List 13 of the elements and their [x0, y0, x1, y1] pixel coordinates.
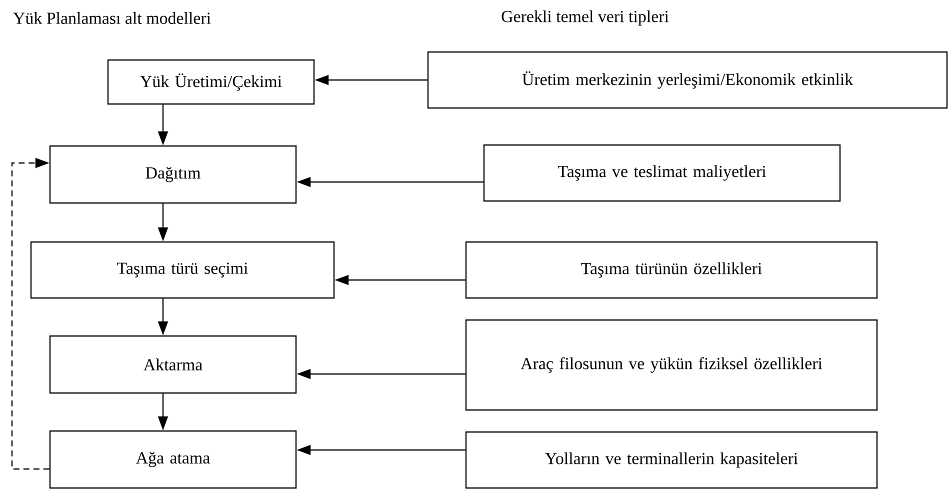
process-box: Taşıma türü seçimi — [30, 241, 335, 299]
process-box: Dağıtım — [49, 145, 297, 204]
arrow — [11, 158, 50, 470]
column-heading: Gerekli temel veri tipleri — [502, 10, 669, 26]
process-box: Yolların ve terminallerin kapasiteleri — [465, 431, 878, 489]
process-box: Araç filosunun ve yükün fiziksel özellikleri — [465, 319, 878, 411]
process-box: Taşıma ve teslimat maliyetleri — [483, 144, 841, 202]
process-box: Taşıma türünün özellikleri — [465, 241, 878, 299]
column-heading: Yük Planlaması alt modelleri — [13, 12, 211, 24]
process-box: Aktarma — [49, 335, 297, 394]
process-box: Ağa atama — [49, 430, 297, 489]
process-box: Yük Üretimi/Çekimi — [107, 59, 315, 105]
process-box: Üretim merkezinin yerleşimi/Ekonomik etkinlik — [427, 51, 948, 109]
